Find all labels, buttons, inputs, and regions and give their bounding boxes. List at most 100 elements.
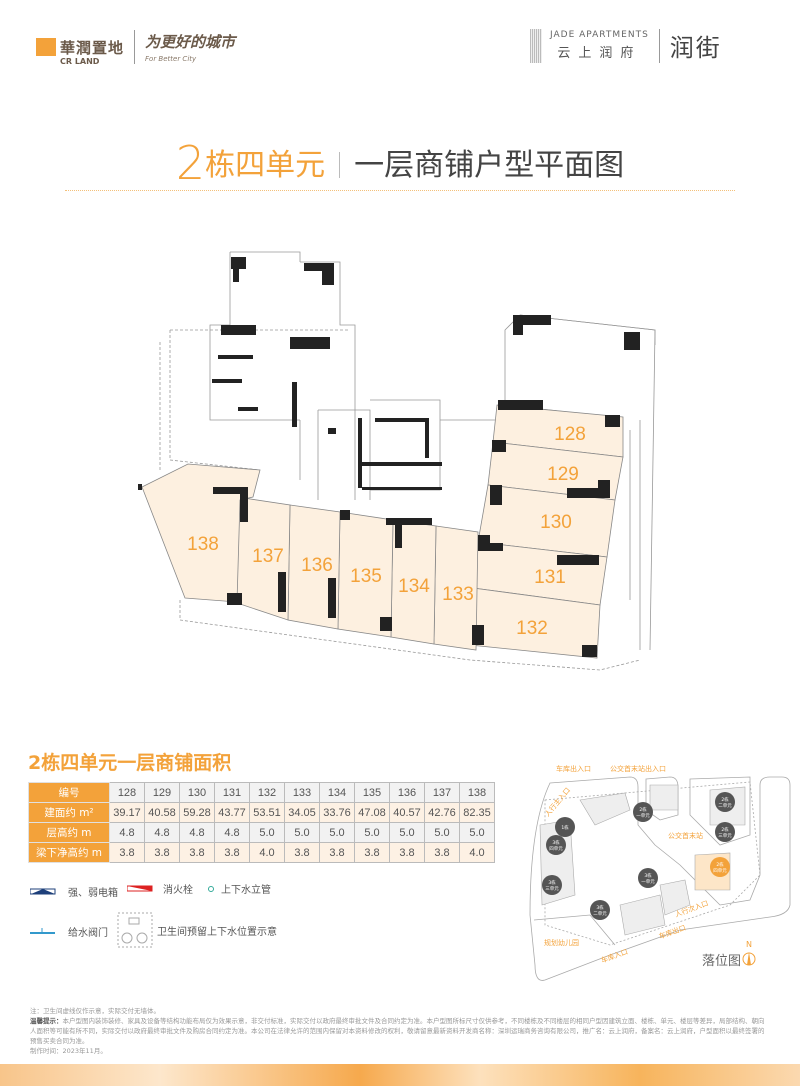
- table-cell: 40.58: [144, 802, 180, 823]
- site-outline: [529, 776, 791, 981]
- building-marker: [715, 792, 735, 812]
- table-cell: 130: [179, 782, 215, 803]
- compass-icon: [742, 952, 756, 966]
- divider: [134, 30, 136, 64]
- area-table-title: 2栋四单元一层商铺面积: [28, 752, 232, 774]
- water-pipe-icon: [208, 885, 214, 892]
- row-header: 层高约 m: [28, 822, 110, 843]
- footer-tip-label: 温馨提示：: [30, 1017, 63, 1025]
- electric-box-icon: [30, 888, 56, 894]
- jade-building-icon: [530, 28, 542, 63]
- table-cell: 4.0: [249, 842, 285, 863]
- building-marker: [546, 835, 566, 855]
- table-cell: 137: [424, 782, 460, 803]
- title-main: 一层商铺户型平面图: [354, 148, 625, 183]
- table-cell: 3.8: [144, 842, 180, 863]
- table-cell: 4.8: [144, 822, 180, 843]
- unit-label: 132: [516, 618, 548, 639]
- building-marker: [633, 802, 653, 822]
- building-label: 2栋: [721, 826, 729, 833]
- table-cell: 133: [284, 782, 320, 803]
- table-cell: 5.0: [319, 822, 355, 843]
- table-cell: 3.8: [354, 842, 390, 863]
- table-cell: 131: [214, 782, 250, 803]
- unit-label: 129: [547, 464, 579, 485]
- table-cell: 40.57: [389, 802, 425, 823]
- legend-label: 卫生间预留上下水位置示意: [157, 926, 277, 938]
- unit-label: 133: [442, 584, 474, 605]
- building-label: 2栋: [716, 861, 724, 868]
- table-cell: 136: [389, 782, 425, 803]
- table-cell: 128: [109, 782, 145, 803]
- unit-label: 136: [301, 555, 333, 576]
- building-marker: [710, 857, 730, 877]
- table-cell: 5.0: [424, 822, 460, 843]
- unit-polygons: [141, 404, 624, 659]
- project-en: JADE APARTMENTS: [550, 30, 649, 40]
- title-number: 2: [175, 136, 206, 190]
- legend-label: 消火栓: [163, 885, 193, 896]
- title-rule: [65, 190, 735, 191]
- page-title: 2栋四单元一层商铺户型平面图: [0, 136, 800, 190]
- legend-electric-box: 强、弱电箱: [30, 884, 118, 899]
- unit-label: 138: [187, 534, 219, 555]
- table-cell: 39.17: [109, 802, 145, 823]
- footer-note: 注：卫生间虚线仅作示意，实际交付无墙体。: [30, 1007, 160, 1015]
- building-label: 1栋: [561, 824, 569, 831]
- building-label: 一单元: [641, 878, 655, 885]
- building-label: 一单元: [636, 812, 650, 819]
- table-cell: 134: [319, 782, 355, 803]
- cr-land-mark-icon: [36, 38, 56, 56]
- slogan-cn: 为更好的城市: [145, 33, 236, 51]
- title-divider: [339, 152, 341, 178]
- decorative-band: [0, 1064, 800, 1086]
- table-cell: 5.0: [354, 822, 390, 843]
- table-cell: 138: [459, 782, 495, 803]
- footer-date: 制作时间：2023年11月。: [30, 1047, 107, 1055]
- building-label: 3栋: [644, 872, 652, 879]
- table-cell: 3.8: [424, 842, 460, 863]
- footer-disclaimer: 注：卫生间虚线仅作示意，实际交付无墙体。 温馨提示：本户型图内装饰装修、家具及设…: [30, 1006, 770, 1056]
- divider: [658, 28, 660, 63]
- legend-water-valve: 给水阀门: [30, 924, 108, 939]
- north-label: N: [746, 940, 752, 949]
- slogan-en: For Better City: [145, 55, 197, 63]
- table-cell: 5.0: [284, 822, 320, 843]
- building-label: 3栋: [548, 879, 556, 886]
- table-cell: 4.8: [214, 822, 250, 843]
- table-cell: 43.77: [214, 802, 250, 823]
- unit-label: 137: [252, 546, 284, 567]
- table-cell: 5.0: [249, 822, 285, 843]
- title-unit: 栋四单元: [205, 148, 326, 183]
- building-label: 四单元: [713, 867, 727, 874]
- unit-label: 134: [398, 576, 430, 597]
- table-cell: 4.8: [179, 822, 215, 843]
- table-cell: 3.8: [109, 842, 145, 863]
- unit-label: 131: [534, 567, 566, 588]
- building-label: 3栋: [596, 904, 604, 911]
- label-garage-exit-top: 车库出入口: [556, 764, 591, 773]
- building-label: 四单元: [549, 845, 563, 852]
- table-cell: 4.8: [109, 822, 145, 843]
- legend-toilet-reserve: 卫生间预留上下水位置示意: [117, 912, 277, 948]
- toilet-reserve-icon: [117, 912, 153, 948]
- table-cell: 82.35: [459, 802, 495, 823]
- project-logo: JADE APARTMENTS 云上润府 润街: [530, 28, 722, 63]
- legend-hydrant: 消火栓: [127, 881, 193, 896]
- table-cell: 47.08: [354, 802, 390, 823]
- table-cell: 42.76: [424, 802, 460, 823]
- water-valve-icon: [30, 927, 55, 934]
- table-cell: 53.51: [249, 802, 285, 823]
- site-map: 1栋2栋一单元2栋二单元2栋三单元2栋四单元3栋四单元3栋三单元3栋二单元3栋一…: [529, 764, 791, 981]
- row-header: 编号: [28, 782, 110, 803]
- building-marker: [555, 817, 575, 837]
- project-cn: 云上润府: [557, 46, 642, 61]
- table-cell: 33.76: [319, 802, 355, 823]
- site-map-title: 落位图: [702, 954, 741, 969]
- building-marker: [590, 900, 610, 920]
